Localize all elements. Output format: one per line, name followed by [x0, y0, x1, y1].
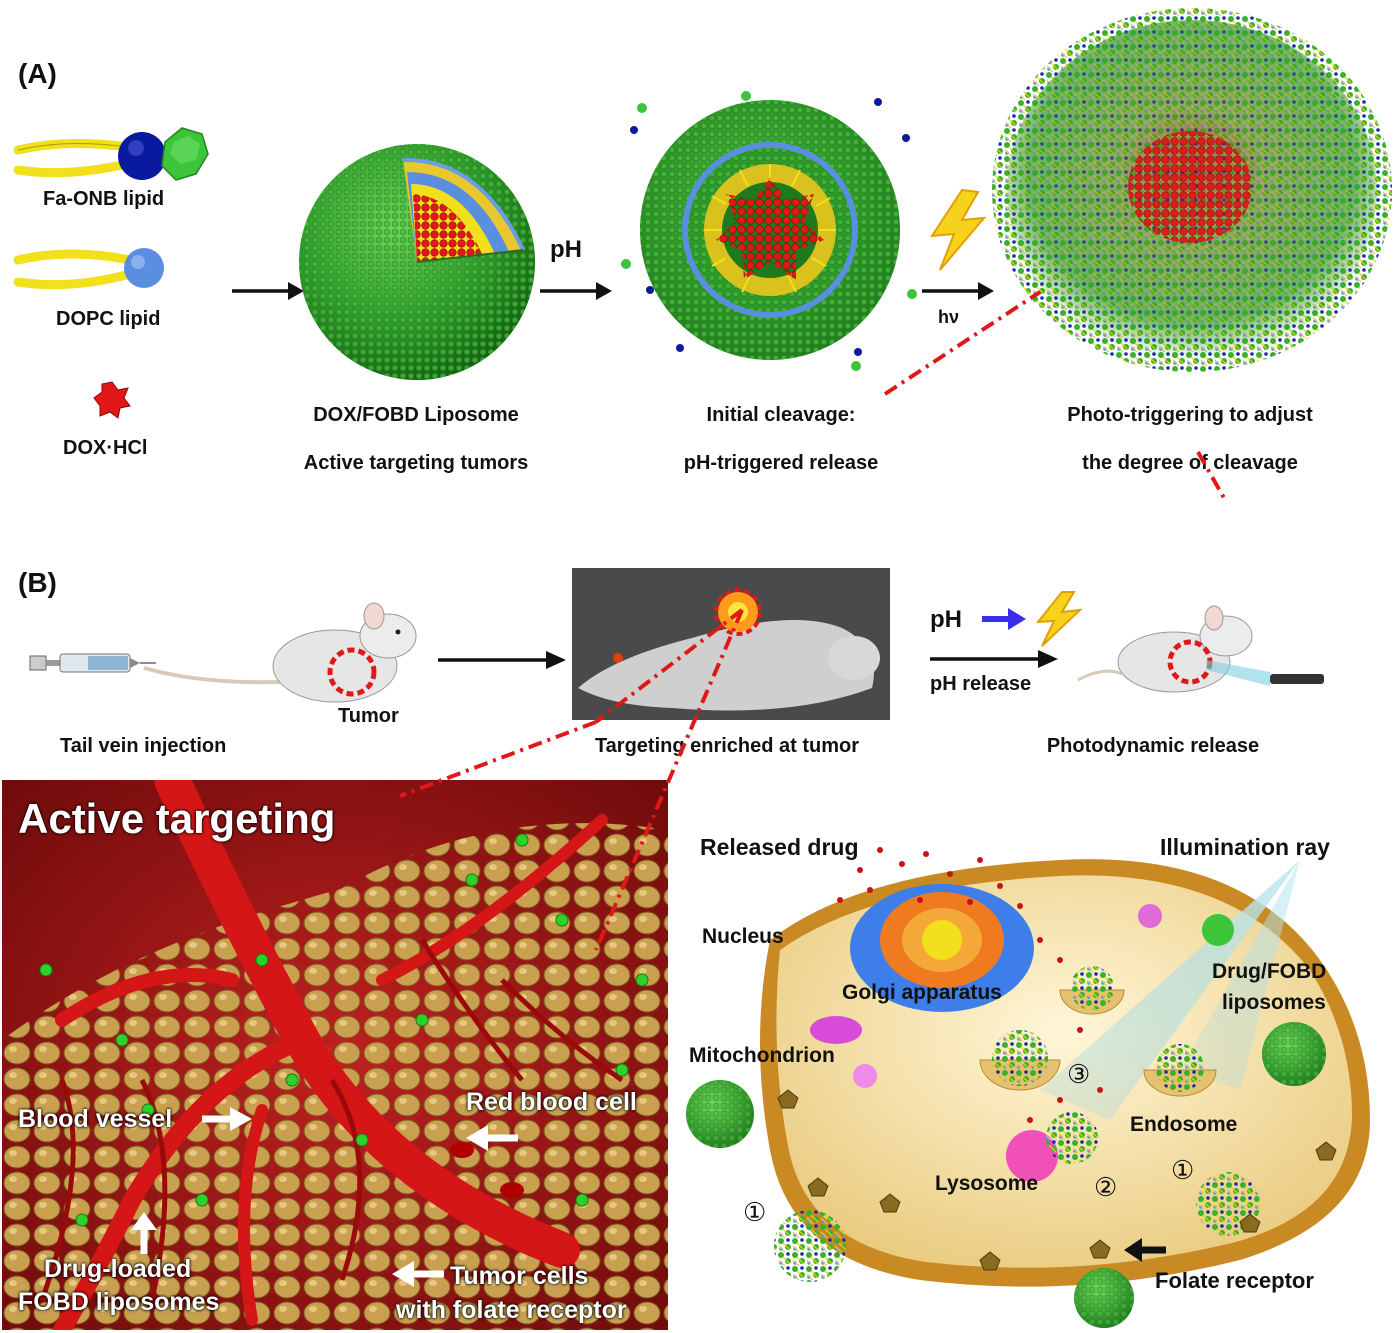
tail-vein-injection-label: Tail vein injection: [60, 735, 227, 757]
step-1-marker-left: ①: [743, 1197, 767, 1227]
white-arrow-icon: [202, 1107, 252, 1131]
cell-uptake-illustration: [686, 847, 1370, 1328]
white-arrow-icon: [392, 1261, 444, 1287]
red-blood-cell-label: Red blood cell: [466, 1088, 637, 1116]
released-drug-label: Released drug: [700, 834, 859, 860]
fluorescence-imaging-image: [572, 568, 890, 720]
ph-label-b: pH: [930, 606, 962, 633]
tumor-label: Tumor: [338, 705, 399, 727]
fa-onb-lipid-label: Fa-ONB lipid: [43, 188, 165, 210]
nucleus-label: Nucleus: [702, 925, 784, 948]
arrow-right-icon: [232, 282, 304, 300]
illumination-ray-label: Illumination ray: [1160, 834, 1330, 860]
drug-fobd-label-1: Drug/FOBD: [1212, 960, 1327, 983]
step-1-marker-right: ①: [1171, 1155, 1195, 1185]
ph-release-label: pH release: [930, 673, 1032, 695]
mitochondrion-label: Mitochondrion: [689, 1044, 835, 1067]
mouse-injection-image: [143, 602, 417, 703]
cleaved-liposome-image: [621, 91, 917, 371]
step3-line2: the degree of cleavage: [1082, 452, 1298, 474]
arrow-right-icon: [540, 282, 612, 300]
arrow-right-icon: [438, 651, 566, 669]
lysosome-label: Lysosome: [935, 1172, 1039, 1195]
arrow-right-icon: [922, 282, 994, 300]
step2-line2: pH-triggered release: [683, 452, 879, 474]
dox-molecule-icon: [93, 381, 131, 419]
step1-line1: DOX/FOBD Liposome: [313, 404, 519, 426]
step2-line1: Initial cleavage:: [706, 404, 856, 426]
photodynamic-release-label: Photodynamic release: [1046, 735, 1260, 757]
photo-triggered-liposome-image: [992, 8, 1392, 372]
endosome-label: Endosome: [1130, 1113, 1238, 1136]
active-targeting-title: Active targeting: [18, 795, 336, 842]
active-targeting-illustration: [2, 780, 668, 1330]
mouse-illumination-image: [1077, 605, 1324, 693]
white-arrow-up-icon: [131, 1212, 157, 1254]
syringe-icon: [29, 653, 156, 673]
fa-onb-lipid-icon: [13, 127, 209, 181]
white-arrow-icon: [466, 1125, 518, 1151]
hv-label: hν: [938, 307, 960, 327]
lightning-icon: [1035, 591, 1083, 647]
dopc-lipid-label: DOPC lipid: [56, 308, 161, 330]
tumor-cells-label-2: with folate receptor: [396, 1296, 627, 1324]
folate-receptor-label: Folate receptor: [1155, 1268, 1314, 1293]
dox-fobd-liposome-image: [299, 144, 535, 380]
ph-label-a: pH: [550, 236, 582, 263]
step-2-marker: ②: [1094, 1172, 1118, 1202]
panel-a-label: (A): [18, 58, 57, 89]
step-3-marker: ③: [1067, 1059, 1091, 1089]
lightning-icon: [930, 188, 987, 271]
step3-line1: Photo-triggering to adjust: [1067, 404, 1313, 426]
arrow-right-icon: [930, 650, 1058, 668]
dox-hcl-label: DOX·HCl: [63, 437, 148, 459]
drug-fobd-label-2: liposomes: [1222, 991, 1326, 1014]
golgi-label: Golgi apparatus: [842, 981, 1002, 1004]
panel-b-label: (B): [18, 567, 57, 598]
drug-loaded-label-2: FOBD liposomes: [18, 1288, 220, 1316]
blue-arrow-icon: [982, 608, 1026, 630]
blood-vessel-label: Blood vessel: [18, 1105, 173, 1133]
targeting-enriched-label: Targeting enriched at tumor: [594, 735, 860, 757]
step1-line2: Active targeting tumors: [303, 452, 529, 474]
tumor-cells-label-1: Tumor cells: [450, 1262, 589, 1290]
drug-loaded-label-1: Drug-loaded: [44, 1255, 192, 1283]
dopc-lipid-icon: [13, 248, 164, 290]
